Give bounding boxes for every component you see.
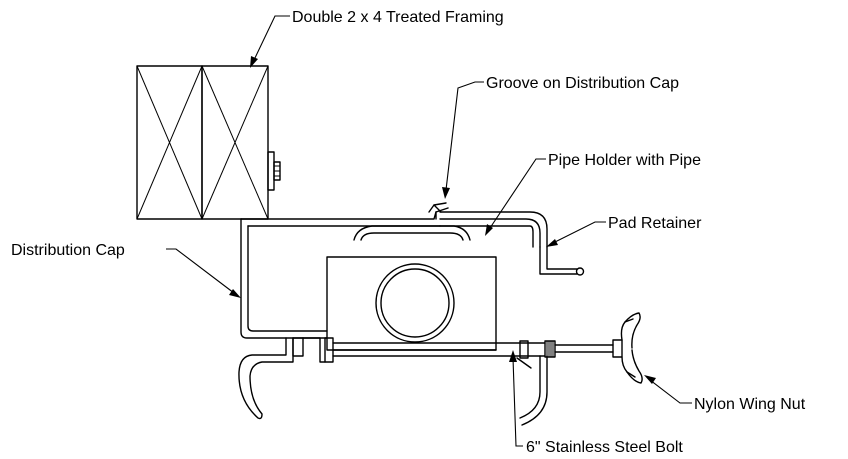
wing-nut bbox=[612, 312, 643, 384]
lower-clip bbox=[238, 337, 548, 426]
leader-lines bbox=[166, 15, 692, 447]
pipe-holder-label: Pipe Holder with Pipe bbox=[548, 152, 701, 169]
framing-screw bbox=[267, 151, 281, 191]
pad-retainer-label: Pad Retainer bbox=[608, 215, 702, 232]
bolt-label: 6" Stainless Steel Bolt bbox=[526, 439, 683, 456]
framing-label: Double 2 x 4 Treated Framing bbox=[292, 9, 504, 26]
wing-nut-label: Nylon Wing Nut bbox=[694, 396, 806, 413]
stainless-bolt bbox=[519, 340, 614, 359]
pad-retainer bbox=[539, 246, 585, 276]
inner-arc bbox=[353, 225, 471, 241]
distribution-cap-label: Distribution Cap bbox=[11, 242, 125, 259]
groove bbox=[428, 202, 447, 213]
pipe-holder bbox=[326, 256, 497, 351]
distribution-cap-body bbox=[240, 207, 548, 339]
groove-label: Groove on Distribution Cap bbox=[486, 75, 679, 92]
treated-framing bbox=[136, 65, 269, 220]
